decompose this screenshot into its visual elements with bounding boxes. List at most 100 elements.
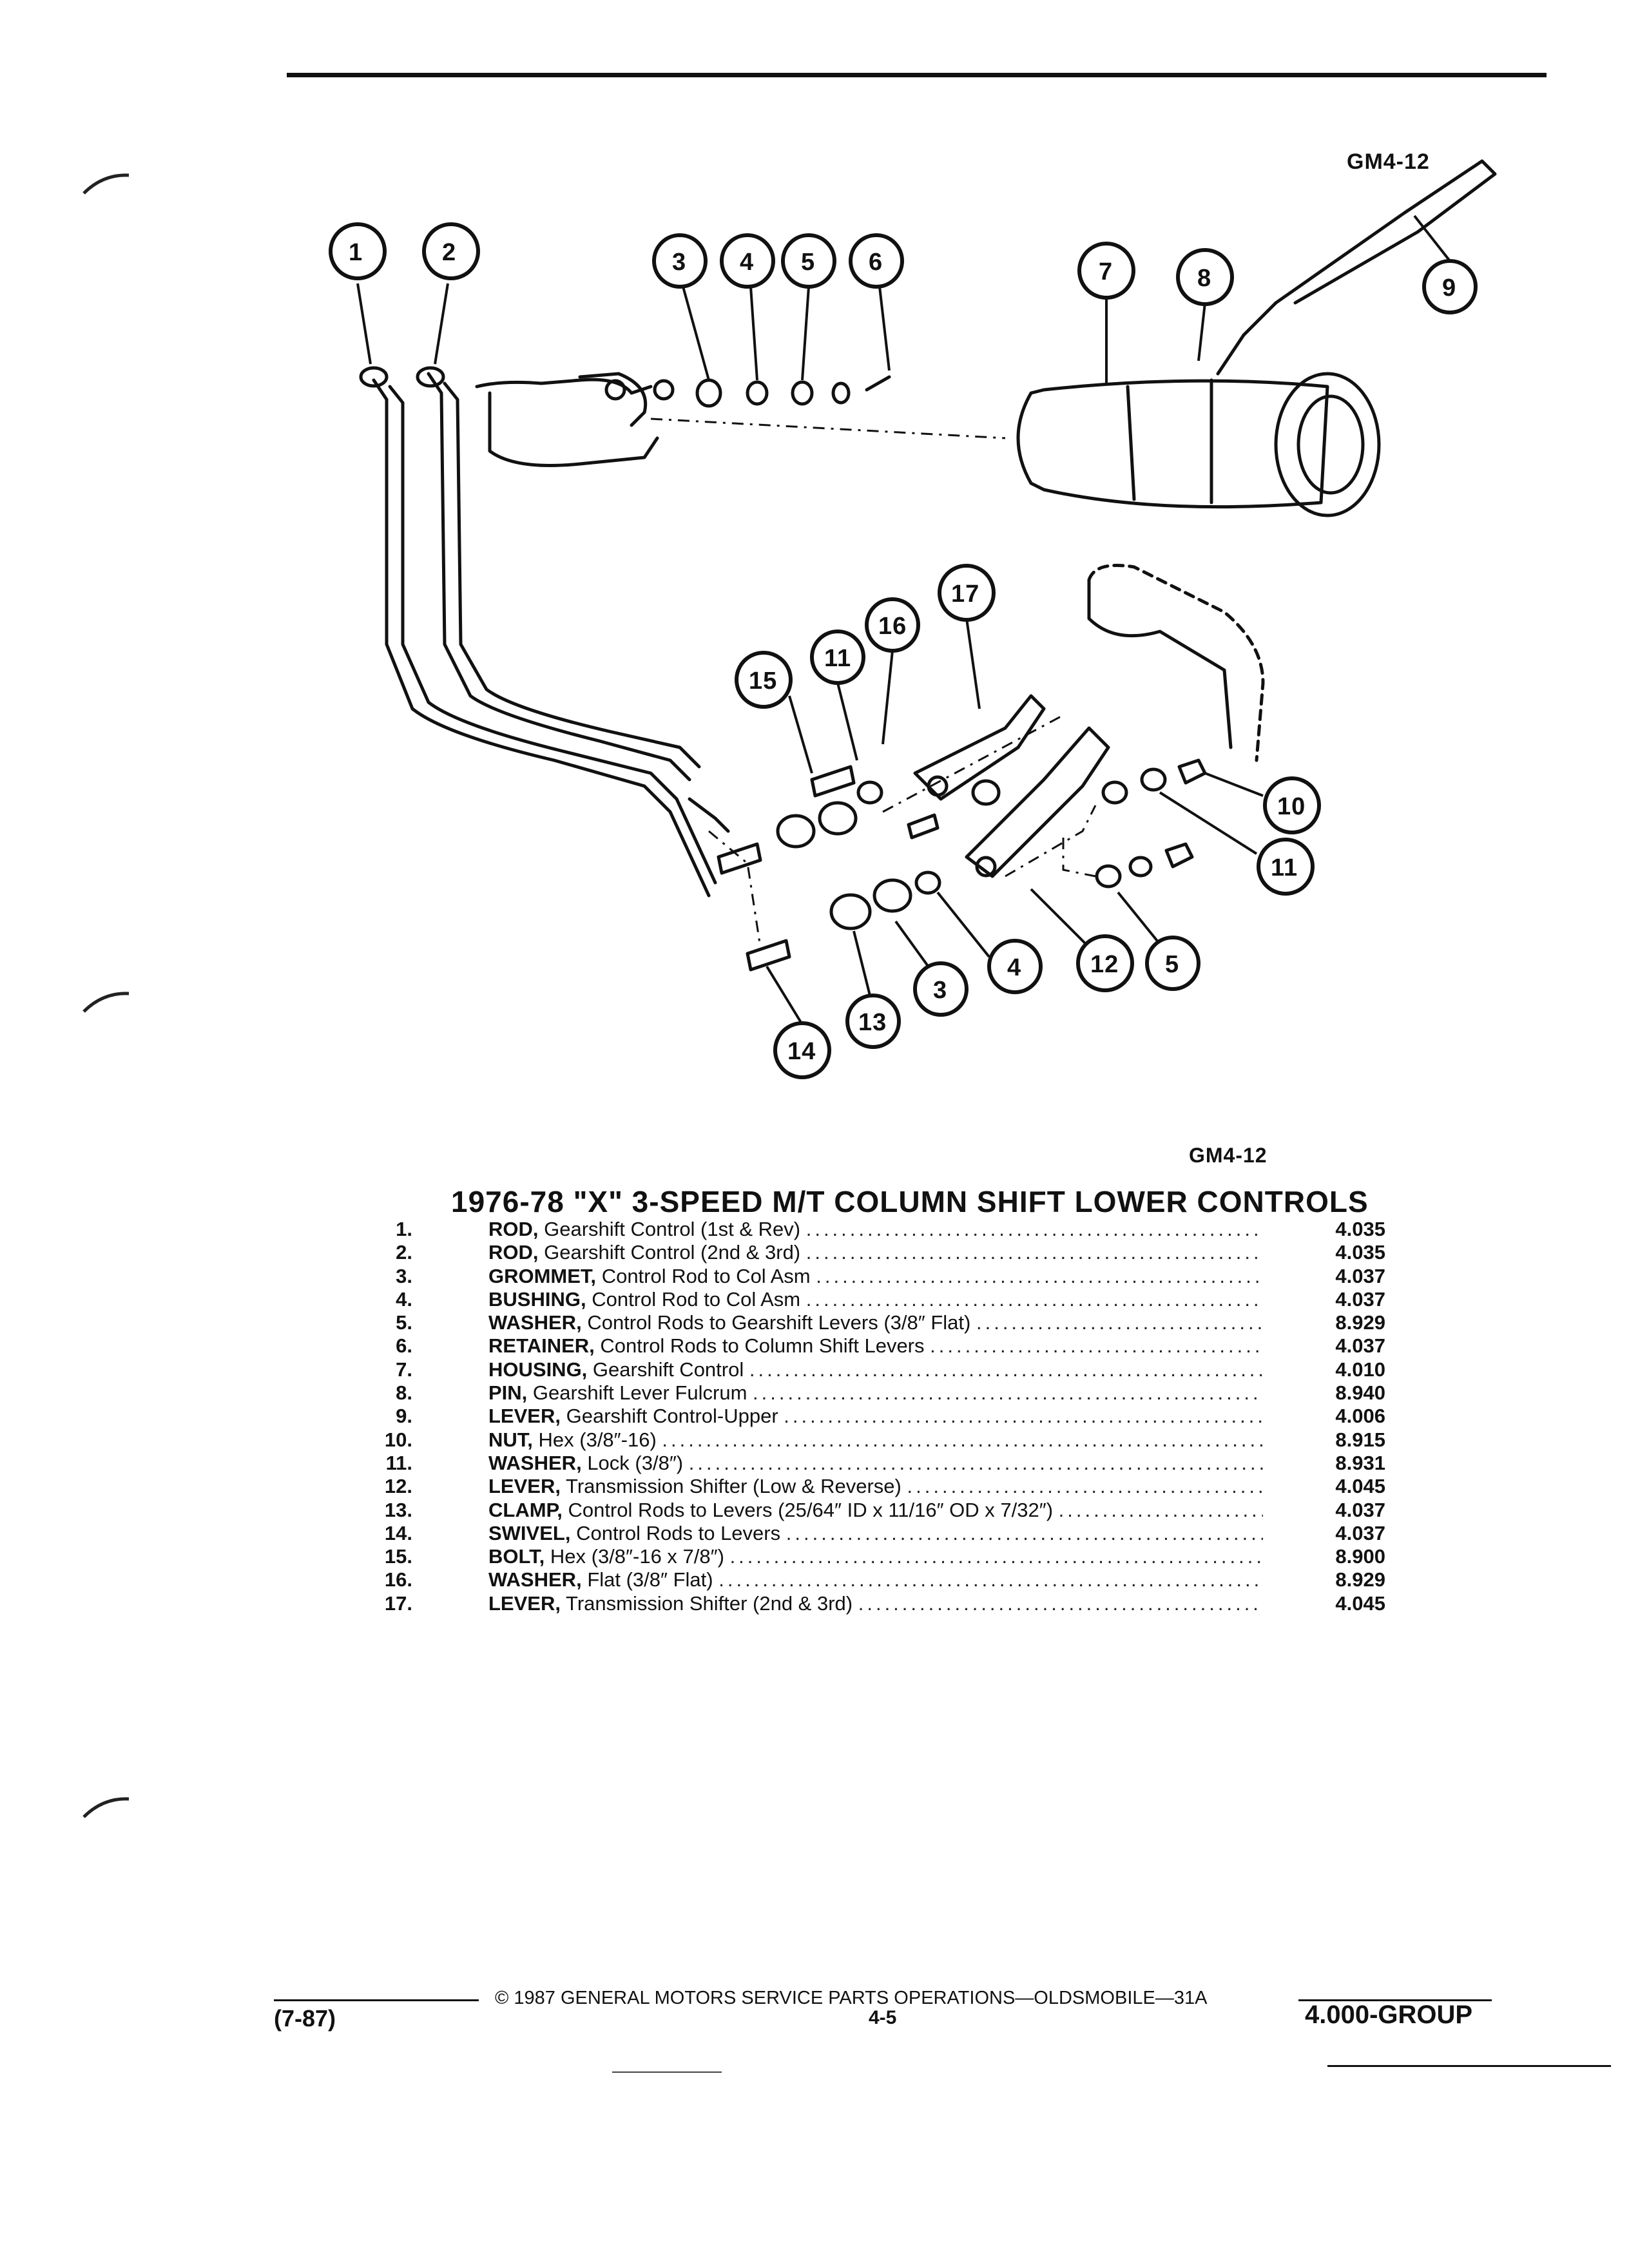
parts-row: 5.WASHER, Control Rods to Gearshift Leve… — [380, 1311, 1385, 1334]
part-number: 10. — [384, 1428, 412, 1451]
parts-row: 15.BOLT, Hex (3/8″-16 x 7/8″) ..........… — [380, 1545, 1385, 1568]
callout-5b: 5 — [1165, 951, 1180, 978]
part-desc-text: Gearshift Control (2nd & 3rd) — [544, 1241, 801, 1264]
footer-date: (7-87) — [274, 2005, 336, 2032]
part-name: LEVER, — [488, 1475, 561, 1498]
part-desc-text: Hex (3/8″-16) — [538, 1428, 657, 1451]
part-number: 4. — [396, 1287, 412, 1311]
part-desc-text: Gearshift Control (1st & Rev) — [544, 1218, 801, 1240]
callout-13: 13 — [858, 1009, 887, 1036]
parts-row: 17. LEVER, Transmission Shifter (2nd & 3r… — [380, 1592, 1385, 1615]
parts-row: 9.LEVER, Gearshift Control-Upper .......… — [380, 1405, 1385, 1428]
part-group: 4.037 — [1335, 1287, 1385, 1311]
leader-dots: ........................................… — [729, 1545, 1263, 1568]
part-description: LEVER, Transmission Shifter (Low & Rever… — [488, 1475, 1263, 1498]
part-desc-text: Control Rod to Col Asm — [601, 1264, 811, 1287]
callout-14: 14 — [787, 1038, 816, 1065]
margin-mark — [82, 1797, 130, 1818]
leader-dots: ........................................… — [930, 1334, 1263, 1358]
callout-5: 5 — [801, 249, 816, 276]
part-group: 4.037 — [1335, 1334, 1385, 1358]
part-description: BOLT, Hex (3/8″-16 x 7/8″) .............… — [488, 1545, 1263, 1568]
exploded-parts-diagram — [356, 159, 1497, 1026]
footer-rule-right — [1298, 1999, 1492, 2001]
top-rule — [287, 73, 1547, 77]
callout-12: 12 — [1090, 951, 1119, 978]
footer-rule-left — [274, 1999, 479, 2001]
part-number: 7. — [396, 1358, 412, 1381]
bottom-rule-right — [1327, 2065, 1611, 2067]
bottom-rule-left — [612, 2071, 722, 2073]
callout-10: 10 — [1277, 793, 1306, 820]
parts-row: 7.HOUSING, Gearshift Control ...........… — [380, 1358, 1385, 1381]
part-number: 3. — [396, 1264, 412, 1287]
part-number: 6. — [396, 1334, 412, 1358]
part-description: SWIVEL, Control Rods to Levers .........… — [488, 1522, 1263, 1545]
part-number: 17. — [384, 1591, 412, 1615]
leader-dots: ........................................… — [805, 1241, 1263, 1264]
leader-dots: ........................................… — [718, 1568, 1263, 1591]
part-name: LEVER, — [488, 1591, 561, 1615]
part-name: CLAMP, — [488, 1498, 563, 1521]
parts-row: 3. GROMMET, Control Rod to Col Asm ......… — [380, 1265, 1385, 1288]
callout-layer — [0, 0, 1629, 1108]
part-desc-text: Gearshift Control — [592, 1358, 744, 1381]
part-desc-text: Hex (3/8″-16 x 7/8″) — [550, 1545, 724, 1568]
part-group: 4.037 — [1335, 1521, 1385, 1544]
callout-3b: 3 — [933, 977, 948, 1004]
part-number: 8. — [396, 1381, 412, 1405]
part-name: NUT, — [488, 1428, 533, 1451]
callout-7: 7 — [1099, 258, 1113, 285]
part-group: 4.035 — [1335, 1218, 1385, 1240]
part-description: WASHER, Control Rods to Gearshift Levers… — [488, 1311, 1263, 1334]
callout-2: 2 — [442, 239, 457, 266]
leader-dots: ........................................… — [816, 1264, 1263, 1287]
part-number: 16. — [384, 1568, 412, 1591]
part-name: LEVER, — [488, 1405, 561, 1428]
part-name: ROD, — [488, 1218, 539, 1240]
callout-11: 11 — [824, 645, 852, 672]
callout-4b: 4 — [1007, 954, 1022, 981]
part-desc-text: Gearshift Lever Fulcrum — [532, 1381, 747, 1405]
parts-row: 12.LEVER, Transmission Shifter (Low & Re… — [380, 1475, 1385, 1498]
part-name: WASHER, — [488, 1311, 582, 1334]
lever-12 — [965, 726, 1110, 878]
figure-code-bottom: GM4-12 — [1189, 1144, 1268, 1167]
part-description: LEVER, Transmission Shifter (2nd & 3rd) … — [488, 1592, 1263, 1615]
part-desc-text: Control Rods to Levers — [576, 1521, 781, 1544]
part-group: 8.900 — [1335, 1545, 1385, 1568]
leader-dots: ........................................… — [662, 1428, 1263, 1451]
parts-row: 8. PIN, Gearshift Lever Fulcrum .........… — [380, 1381, 1385, 1405]
part-description: PIN, Gearshift Lever Fulcrum ...........… — [488, 1381, 1263, 1405]
callout-8: 8 — [1197, 265, 1212, 292]
part-description: RETAINER, Control Rods to Column Shift L… — [488, 1334, 1263, 1358]
rod-2 — [427, 372, 691, 782]
part-number: 2. — [396, 1241, 412, 1264]
leader-dots: ........................................… — [1058, 1498, 1263, 1521]
part-description: GROMMET, Control Rod to Col Asm ........… — [488, 1265, 1263, 1288]
parts-row: 13.CLAMP, Control Rods to Levers (25/64″… — [380, 1499, 1385, 1522]
page-title: 1976-78 "X" 3-SPEED M/T COLUMN SHIFT LOW… — [451, 1185, 1369, 1218]
figure-code-top: GM4-12 — [1347, 149, 1430, 174]
leader-dots: ........................................… — [805, 1287, 1263, 1311]
margin-mark — [82, 992, 130, 1013]
footer-page: 4-5 — [869, 2007, 897, 2028]
part-group: 4.006 — [1335, 1405, 1385, 1428]
leader-dots: ........................................… — [976, 1311, 1263, 1334]
callout-16: 16 — [878, 613, 907, 640]
leader-dots: ........................................… — [749, 1358, 1263, 1381]
part-group: 4.045 — [1335, 1475, 1385, 1498]
part-description: NUT, Hex (3/8″-16) .....................… — [488, 1428, 1263, 1452]
parts-row: 6. RETAINER, Control Rods to Column Shift… — [380, 1334, 1385, 1358]
part-desc-text: Transmission Shifter (2nd & 3rd) — [566, 1591, 853, 1615]
callout-4: 4 — [740, 249, 755, 276]
parts-row: 16.WASHER, Flat (3/8″ Flat) ............… — [380, 1568, 1385, 1591]
part-description: ROD, Gearshift Control (2nd & 3rd) .....… — [488, 1241, 1263, 1264]
part-group: 8.931 — [1335, 1451, 1385, 1474]
part-desc-text: Control Rods to Column Shift Levers — [600, 1334, 925, 1358]
parts-row: 4.BUSHING, Control Rod to Col Asm ......… — [380, 1288, 1385, 1311]
leader-dots: ........................................… — [858, 1591, 1263, 1615]
leader-dots: ........................................… — [786, 1521, 1263, 1544]
margin-mark — [82, 173, 130, 195]
part-number: 13. — [384, 1498, 412, 1521]
